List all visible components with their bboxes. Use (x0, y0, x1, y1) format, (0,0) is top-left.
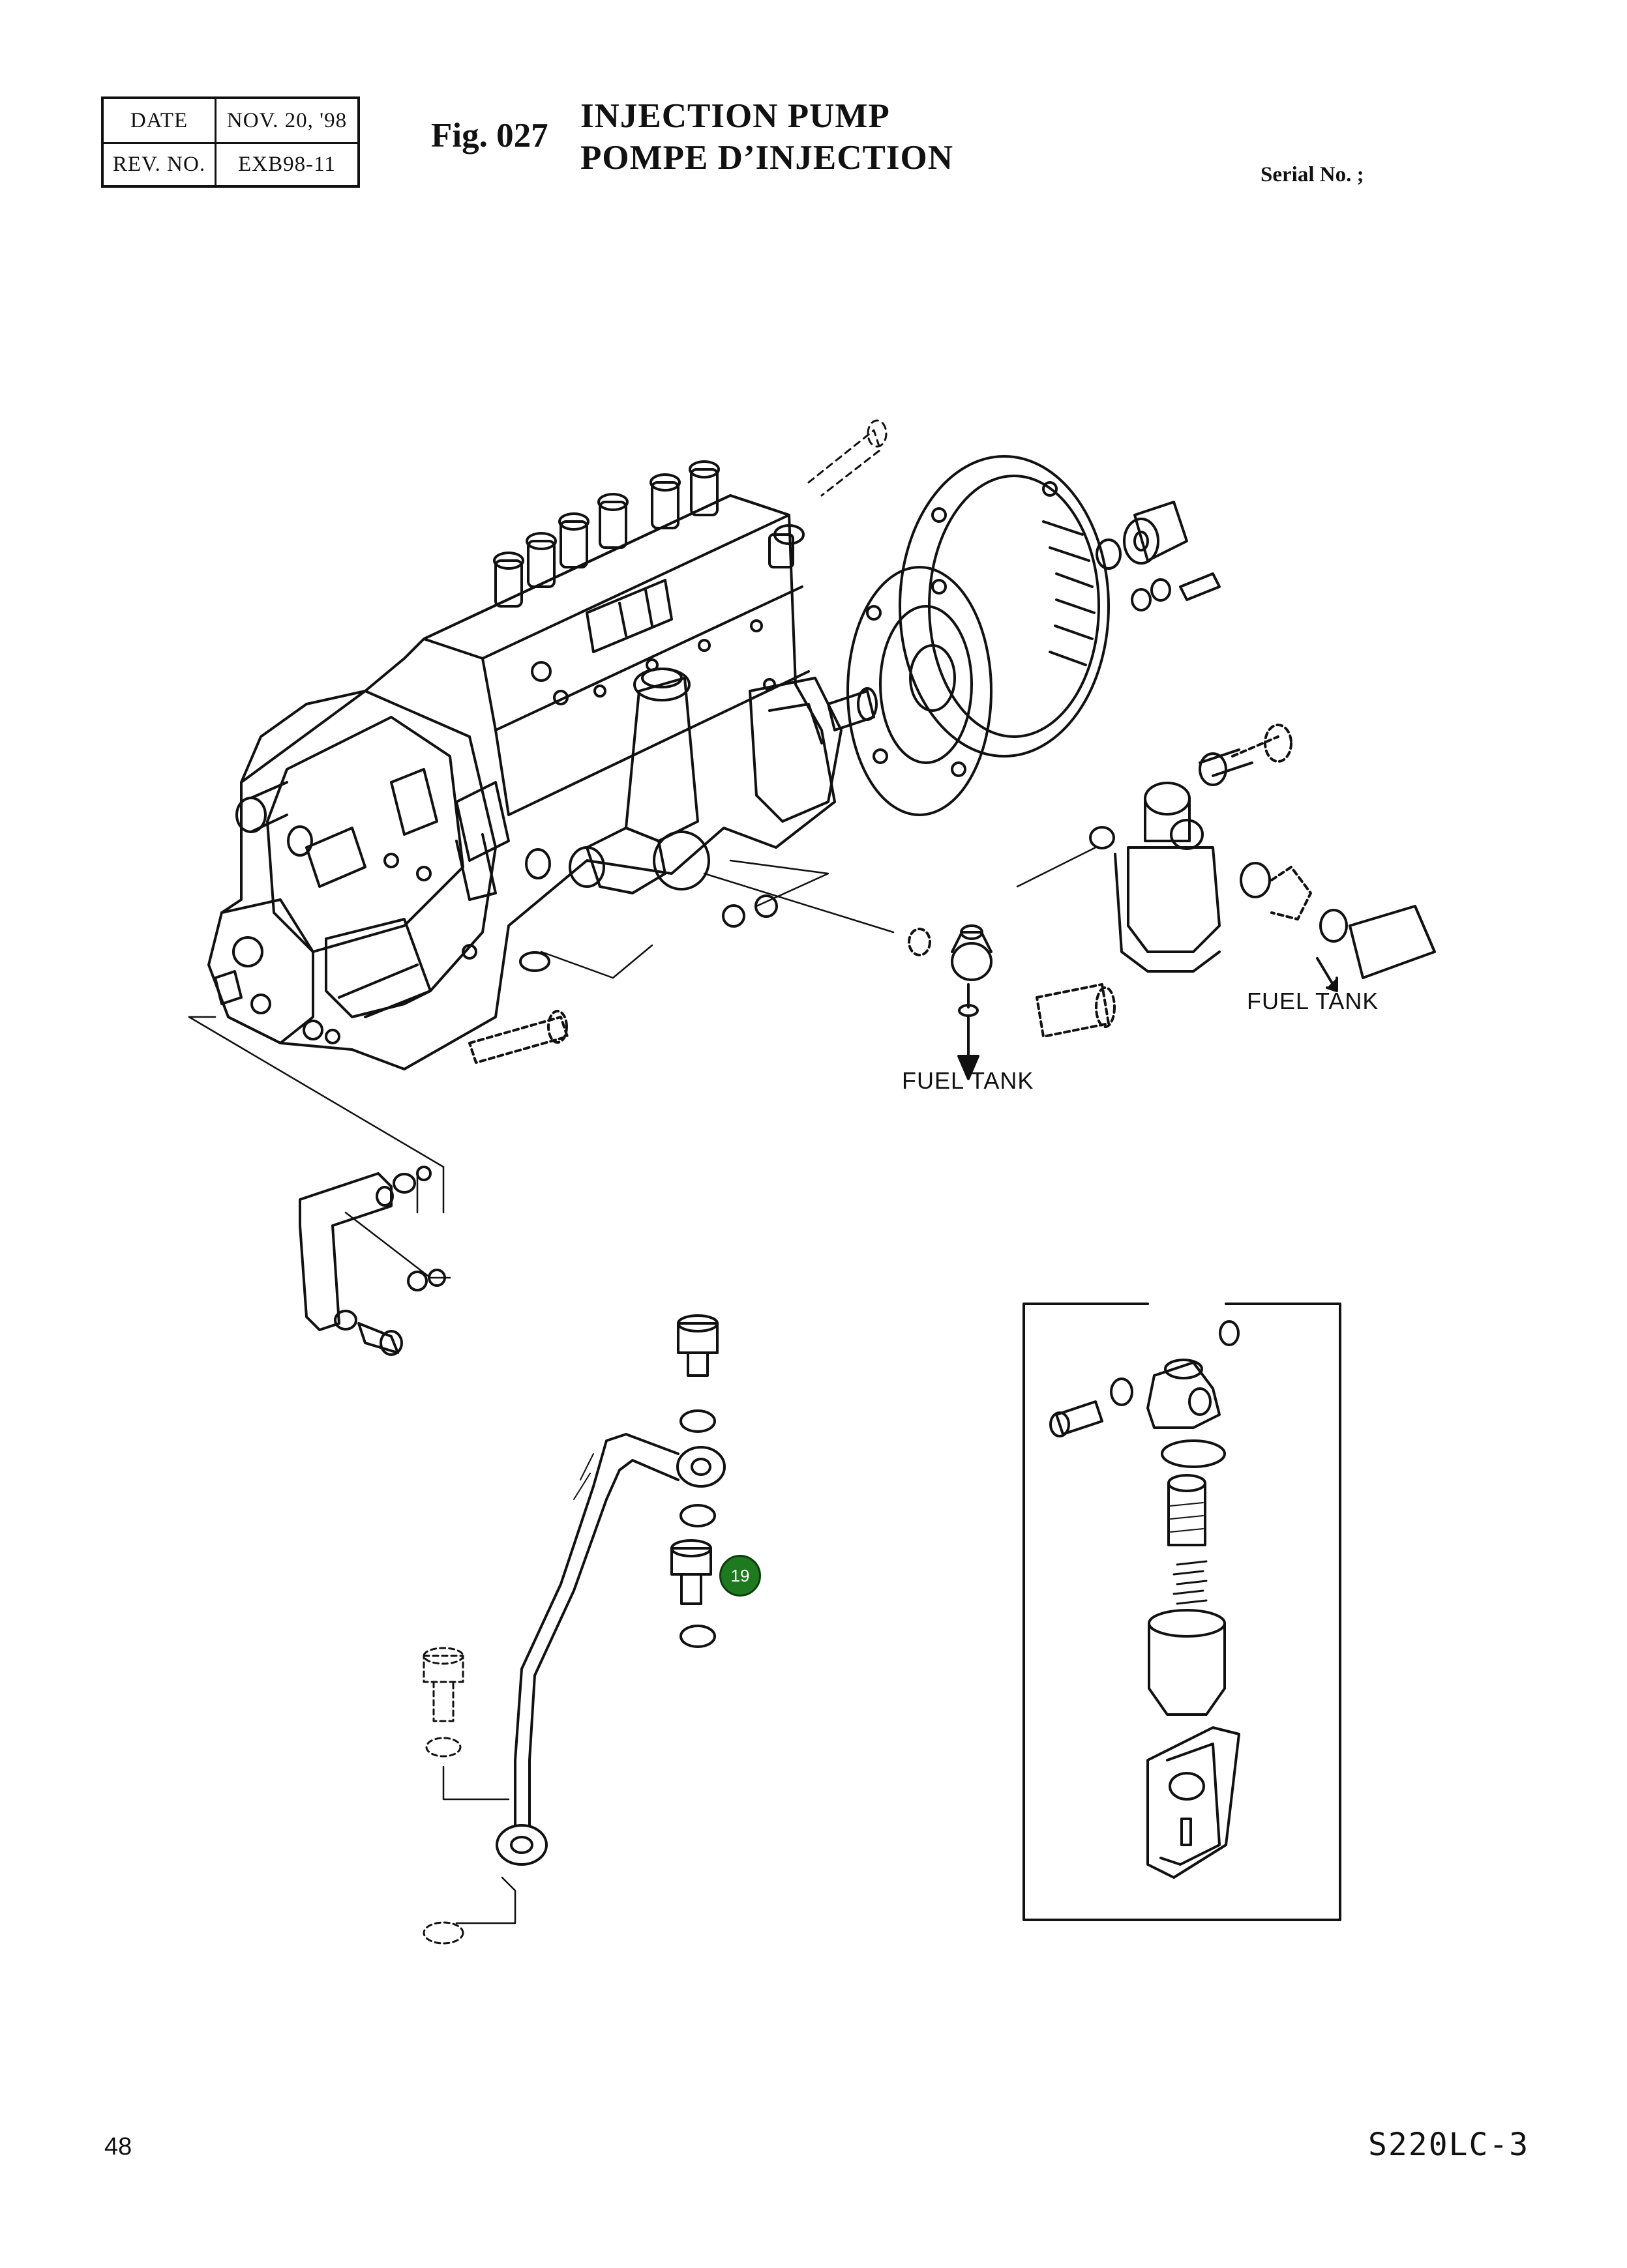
fuel-tank-label-right: FUEL TANK (1247, 988, 1379, 1014)
model-number: S220LC-3 (1368, 2127, 1530, 2163)
small-hardware (468, 848, 778, 1064)
filter-detail-box (1022, 1303, 1341, 1921)
overflow-valve (908, 924, 1116, 1080)
rev-value: EXB98-11 (238, 153, 336, 176)
part-callout-19[interactable]: 19 (719, 1555, 761, 1597)
page-number: 48 (104, 2133, 132, 2160)
header-table: DATE NOV. 20, '98 REV. NO. EXB98-11 (101, 96, 360, 188)
injection-pump-body (207, 460, 843, 1070)
table-divider-horizontal (104, 142, 357, 144)
pump-bracket (299, 1166, 446, 1356)
title-french: POMPE D’INJECTION (580, 139, 954, 177)
fuel-filter (1089, 724, 1436, 992)
phantom-bolt-top (807, 419, 888, 497)
banjo-bolt-assembly (423, 1314, 726, 1945)
leader-lines (188, 846, 1097, 1279)
serial-number: Serial No. ; (1261, 163, 1364, 186)
drive-gear (899, 455, 1110, 758)
figure-number: Fig. 027 (431, 117, 548, 155)
date-value: NOV. 20, '98 (226, 108, 348, 132)
rev-label: REV. NO. (112, 153, 206, 176)
gear-nut (1096, 501, 1221, 611)
timer-coupling (827, 566, 993, 816)
date-label: DATE (130, 108, 188, 132)
fuel-tank-label-center: FUEL TANK (902, 1067, 1034, 1094)
title-english: INJECTION PUMP (580, 97, 890, 135)
